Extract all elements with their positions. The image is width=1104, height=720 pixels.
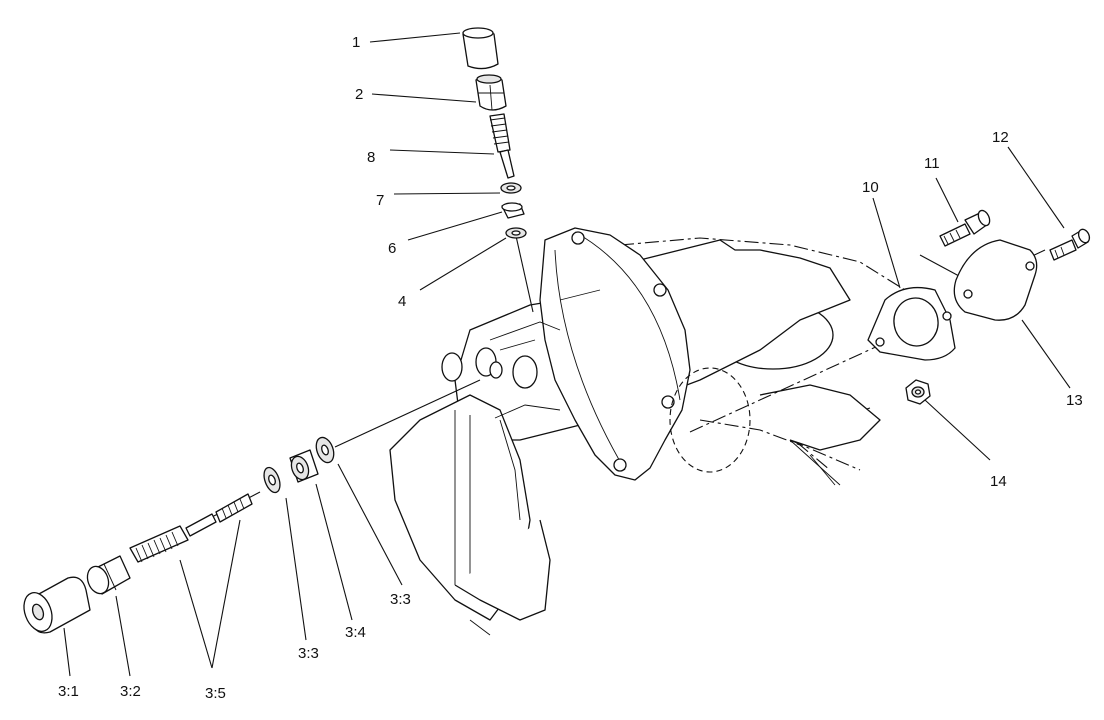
nut-part-14 — [905, 379, 931, 405]
label-1: 1 — [352, 34, 360, 51]
washer-part-7 — [500, 182, 522, 194]
washer-part-3-3-lower — [263, 466, 281, 494]
label-10: 10 — [862, 179, 879, 196]
washer-part-3-3-upper — [315, 436, 335, 464]
label-13: 13 — [1066, 392, 1083, 409]
label-3-1: 3:1 — [58, 683, 79, 700]
nut-part-6 — [501, 202, 525, 219]
nut-part-3-2 — [86, 555, 131, 595]
label-3-3-lower: 3:3 — [298, 645, 319, 662]
spring-part-8 — [489, 113, 515, 179]
spring-screw-part-3-5 — [129, 493, 253, 563]
label-4: 4 — [398, 293, 406, 310]
cover-plate-part-13 — [953, 239, 1038, 321]
label-14: 14 — [990, 473, 1007, 490]
label-11: 11 — [924, 155, 940, 172]
gasket-part-10 — [867, 286, 956, 361]
nut-part-3-4 — [289, 449, 319, 483]
washer-part-4 — [505, 227, 527, 239]
label-7: 7 — [376, 192, 384, 209]
main-housing — [389, 227, 906, 636]
label-6: 6 — [388, 240, 396, 257]
vertical-adjuster-assembly — [462, 27, 534, 313]
callout-labels: 1 2 8 7 6 4 10 11 12 13 14 3:1 3:2 3:5 3… — [58, 34, 1083, 702]
leader-lines — [63, 32, 1071, 677]
bolt-part-11 — [939, 209, 991, 247]
cover-plate-assembly — [689, 209, 1091, 433]
nut-part-2 — [475, 74, 507, 111]
label-3-5: 3:5 — [205, 685, 226, 702]
bolt-part-12 — [1049, 228, 1091, 261]
front-flange-cover — [539, 227, 691, 481]
label-3-2: 3:2 — [120, 683, 141, 700]
label-3-4: 3:4 — [345, 624, 366, 641]
lower-adjuster-assembly — [23, 379, 481, 634]
cap-part-3-1 — [23, 576, 91, 634]
label-12: 12 — [992, 129, 1009, 146]
label-8: 8 — [367, 149, 375, 166]
label-3-3-upper: 3:3 — [390, 591, 411, 608]
label-2: 2 — [355, 86, 363, 103]
cap-part-1 — [462, 27, 499, 70]
